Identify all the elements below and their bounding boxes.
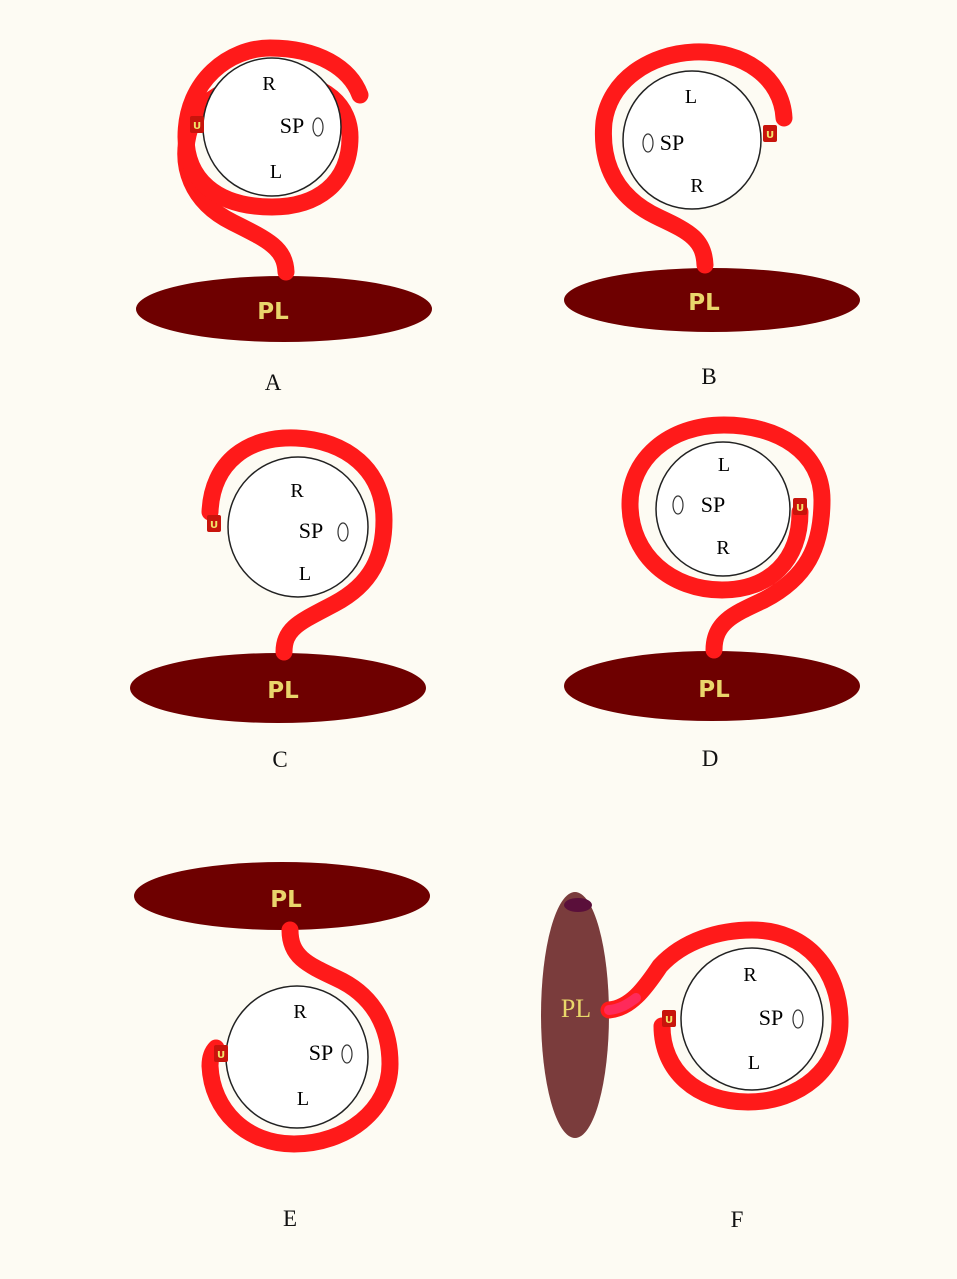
direction-top-d: L	[718, 454, 730, 476]
placenta-label-c: PL	[267, 678, 299, 704]
spine-label-c: SP	[299, 518, 323, 543]
direction-top-f: R	[743, 964, 757, 986]
u-marker-label-b: U	[766, 130, 774, 141]
u-marker-label-c: U	[210, 520, 218, 531]
spine-label-e: SP	[309, 1040, 333, 1065]
placenta-label-d: PL	[698, 677, 730, 703]
direction-top-c: R	[290, 480, 304, 502]
direction-top-b: L	[685, 86, 697, 108]
direction-bottom-e: L	[297, 1088, 309, 1110]
placenta-label-e: PL	[270, 887, 302, 913]
direction-bottom-b: R	[690, 175, 704, 197]
placenta-f-spot	[564, 898, 592, 912]
direction-bottom-d: R	[716, 537, 730, 559]
spine-label-d: SP	[701, 492, 725, 517]
panel-label-b: B	[701, 364, 716, 389]
panel-label-f: F	[731, 1207, 744, 1232]
u-marker-label-a: U	[193, 121, 201, 132]
placenta-label-b: PL	[688, 290, 720, 316]
placenta-label-f: PL	[561, 994, 591, 1023]
panel-label-a: A	[265, 370, 282, 395]
direction-bottom-c: L	[299, 563, 311, 585]
direction-top-a: R	[262, 73, 276, 95]
spine-label-b: SP	[660, 130, 684, 155]
u-marker-label-d: U	[796, 503, 804, 514]
direction-bottom-f: L	[748, 1052, 760, 1074]
spine-label-a: SP	[280, 113, 304, 138]
direction-bottom-a: L	[270, 161, 282, 183]
spine-label-f: SP	[759, 1005, 783, 1030]
direction-top-e: R	[293, 1001, 307, 1023]
panel-label-c: C	[272, 747, 287, 772]
placenta-label-a: PL	[257, 299, 289, 325]
panel-label-e: E	[283, 1206, 297, 1231]
u-marker-label-e: U	[217, 1050, 225, 1061]
u-marker-label-f: U	[665, 1015, 673, 1026]
panel-label-d: D	[702, 746, 719, 771]
